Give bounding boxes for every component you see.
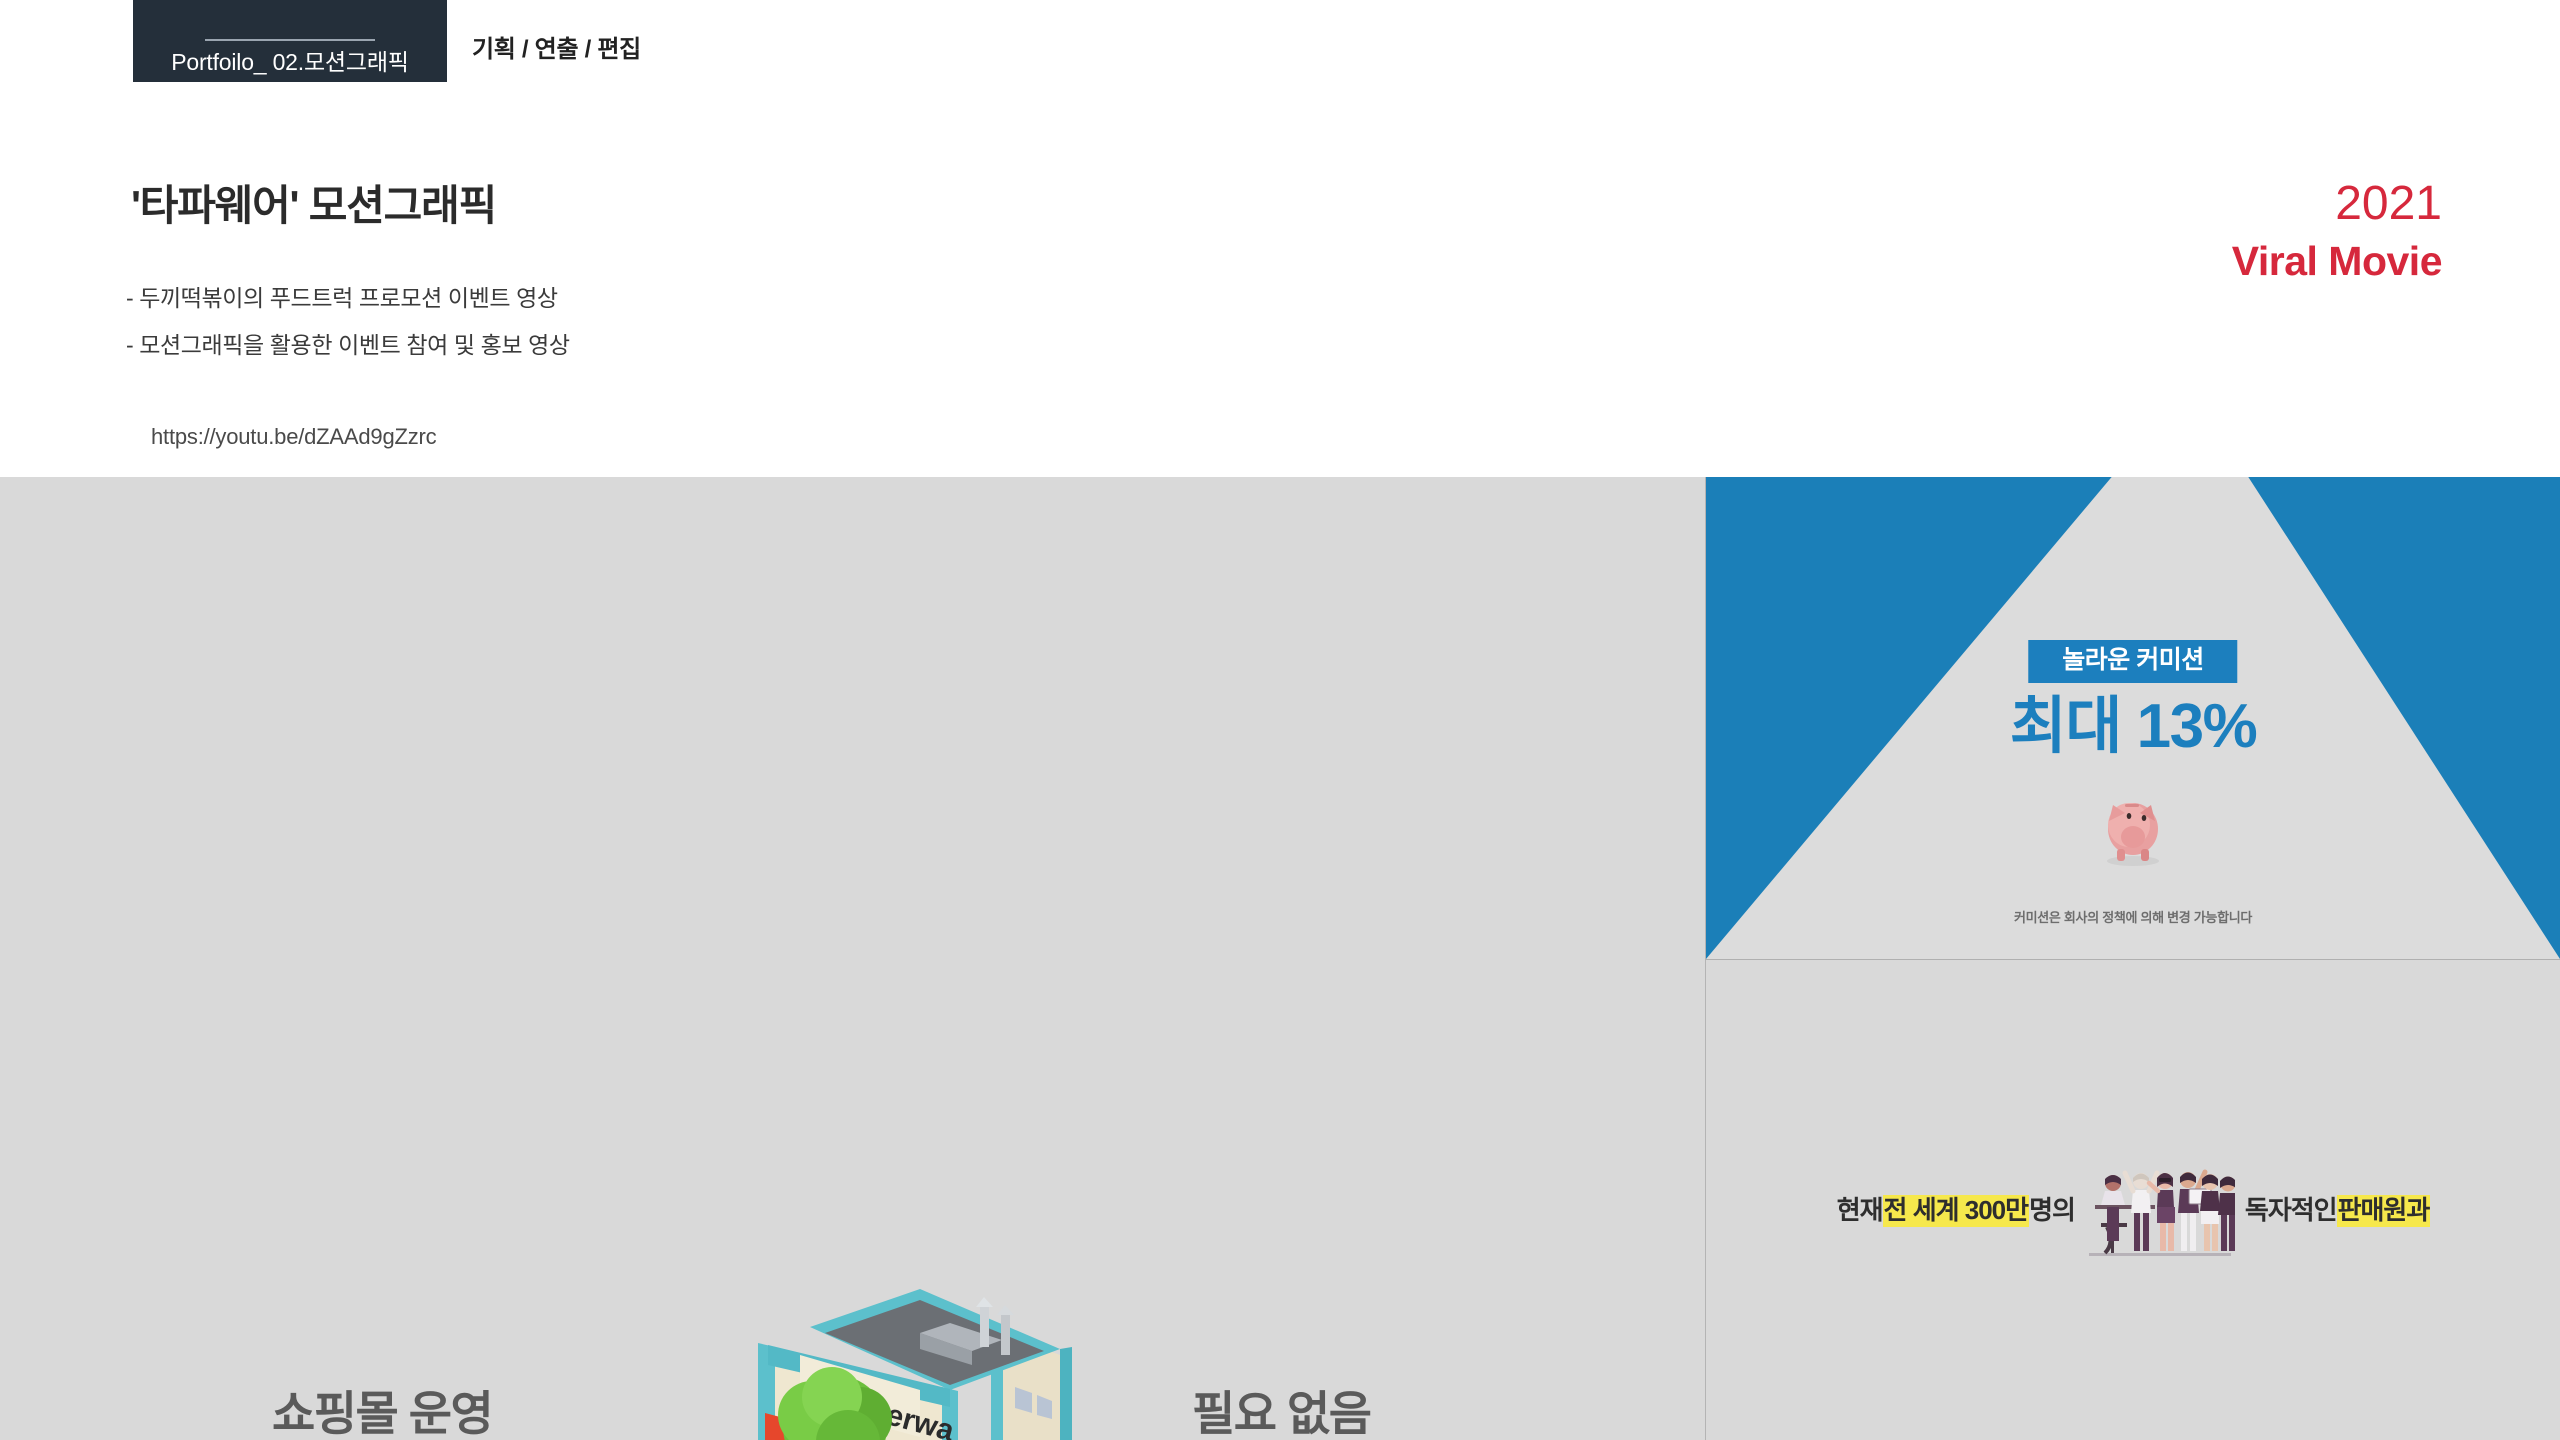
tab-bar: Portfoilo_ 02.모션그래픽 기획 / 연출 / 편집 <box>0 0 2560 82</box>
project-meta: 2021 Viral Movie <box>2231 177 2443 284</box>
commission-headline: 최대 13% <box>2009 692 2258 761</box>
page-title: '타파웨어' 모션그래픽 <box>131 182 497 229</box>
tab-planning-directing-editing[interactable]: 기획 / 연출 / 편집 <box>472 0 641 82</box>
commission-banner: 놀라운 커미션 <box>2028 640 2238 683</box>
people-group-illustration <box>2088 1169 2235 1256</box>
description-list: - 두끼떡볶이의 푸드트럭 프로모션 이벤트 영상 - 모션그래픽을 활용한 이… <box>126 275 570 369</box>
sellers-headline: 현재 전 세계 300만 명의 <box>1706 1169 2560 1256</box>
sellers-highlight-two: 판매원과 <box>2336 1195 2431 1227</box>
shop-caption-left: 쇼핑몰 운영 <box>272 1387 494 1440</box>
tab-rule-divider <box>205 39 375 41</box>
storefront-illustration: Tupperwa <box>758 1289 1072 1440</box>
screenshot-sellers-scene[interactable]: 현재 전 세계 300만 명의 <box>1705 960 2560 1440</box>
video-url-link[interactable]: https://youtu.be/dZAAd9gZzrc <box>151 424 437 449</box>
sellers-text-before: 현재 <box>1836 1195 1884 1226</box>
sellers-highlight-one: 전 세계 300만 <box>1882 1195 2030 1227</box>
screenshot-commission-scene[interactable]: 놀라운 커미션 최대 13% 커미션은 회사의 정책에 의해 변경 가능합니다 <box>1705 477 2560 960</box>
tab-portfolio-motiongraphic[interactable]: Portfoilo_ 02.모션그래픽 <box>133 0 447 82</box>
secondary-screenshots: 놀라운 커미션 최대 13% 커미션은 회사의 정책에 의해 변경 가능합니다 <box>1705 477 2560 1440</box>
commission-disclaimer: 커미션은 회사의 정책에 의해 변경 가능합니다 <box>2013 910 2253 925</box>
tab-secondary-label: 기획 / 연출 / 편집 <box>472 36 641 63</box>
piggy-bank-icon <box>2107 803 2159 866</box>
sellers-text-middle: 명의 <box>2029 1195 2076 1226</box>
sellers-text-after: 독자적인 <box>2244 1195 2338 1226</box>
project-year: 2021 <box>2335 177 2442 230</box>
tab-active-label: Portfoilo_ 02.모션그래픽 <box>171 49 409 75</box>
list-item: - 두끼떡볶이의 푸드트럭 프로모션 이벤트 영상 <box>126 285 558 311</box>
media-gallery: 쇼핑몰 운영 필요 없음 <box>0 477 2560 1440</box>
project-category: Viral Movie <box>2231 238 2443 284</box>
list-item: - 모션그래픽을 활용한 이벤트 참여 및 홍보 영상 <box>126 332 570 358</box>
shop-caption-right: 필요 없음 <box>1192 1387 1372 1440</box>
screenshot-shop-scene[interactable]: 쇼핑몰 운영 필요 없음 <box>0 477 1705 1440</box>
